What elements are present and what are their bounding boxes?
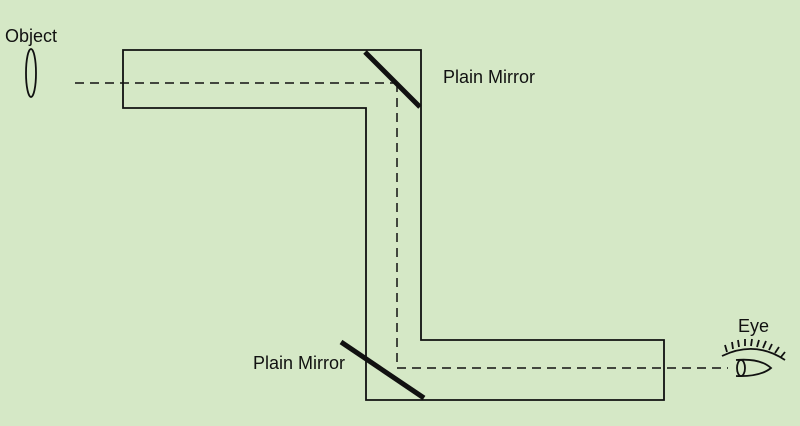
- eye-icon: [721, 338, 786, 377]
- top-mirror-label: Plain Mirror: [443, 67, 535, 87]
- bottom-mirror-label: Plain Mirror: [253, 353, 345, 373]
- object-lens-icon: [25, 48, 37, 98]
- periscope-tube: [122, 49, 665, 401]
- object-label: Object: [5, 26, 57, 46]
- bottom-mirror: [339, 339, 426, 401]
- eye-label: Eye: [738, 316, 769, 336]
- light-ray: [75, 82, 728, 369]
- top-mirror: [363, 50, 422, 109]
